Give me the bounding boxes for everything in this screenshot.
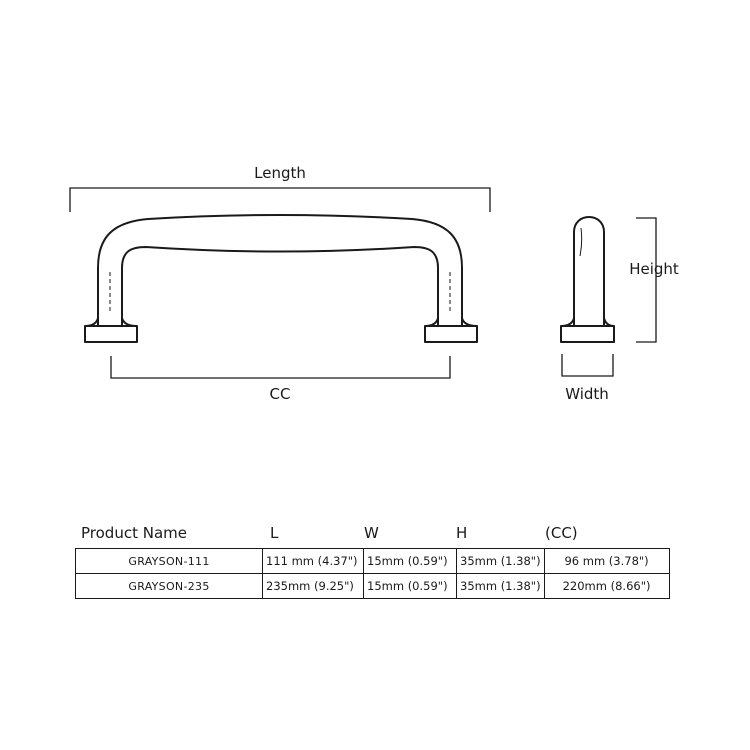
- width-dimension: [561, 354, 614, 377]
- cc-label: CC: [270, 385, 291, 403]
- cell-height: 35mm (1.38"): [456, 573, 545, 599]
- cell-cc: 96 mm (3.78"): [543, 548, 670, 574]
- cell-cc: 220mm (8.66"): [543, 573, 670, 599]
- cell-length: 111 mm (4.37"): [262, 548, 364, 574]
- length-dimension: [69, 187, 491, 212]
- cell-length: 235mm (9.25"): [262, 573, 364, 599]
- header-l: L: [270, 524, 279, 542]
- table-row: GRAYSON-235 235mm (9.25") 15mm (0.59") 3…: [75, 573, 670, 599]
- cell-product-name: GRAYSON-111: [75, 548, 263, 574]
- cell-height: 35mm (1.38"): [456, 548, 545, 574]
- width-label: Width: [565, 385, 609, 403]
- header-h: H: [456, 524, 468, 542]
- height-label: Height: [629, 260, 679, 278]
- header-w: W: [364, 524, 379, 542]
- handle-side-view: [560, 216, 615, 343]
- cc-dimension: [110, 356, 451, 379]
- length-label: Length: [254, 164, 306, 182]
- handle-front-view: [84, 214, 478, 343]
- cell-product-name: GRAYSON-235: [75, 573, 263, 599]
- spec-table: GRAYSON-111 111 mm (4.37") 15mm (0.59") …: [75, 548, 670, 599]
- header-product-name: Product Name: [81, 524, 187, 542]
- header-cc: (CC): [545, 524, 578, 542]
- table-row: GRAYSON-111 111 mm (4.37") 15mm (0.59") …: [75, 548, 670, 574]
- cell-width: 15mm (0.59"): [363, 573, 457, 599]
- height-dimension: [636, 217, 657, 343]
- cell-width: 15mm (0.59"): [363, 548, 457, 574]
